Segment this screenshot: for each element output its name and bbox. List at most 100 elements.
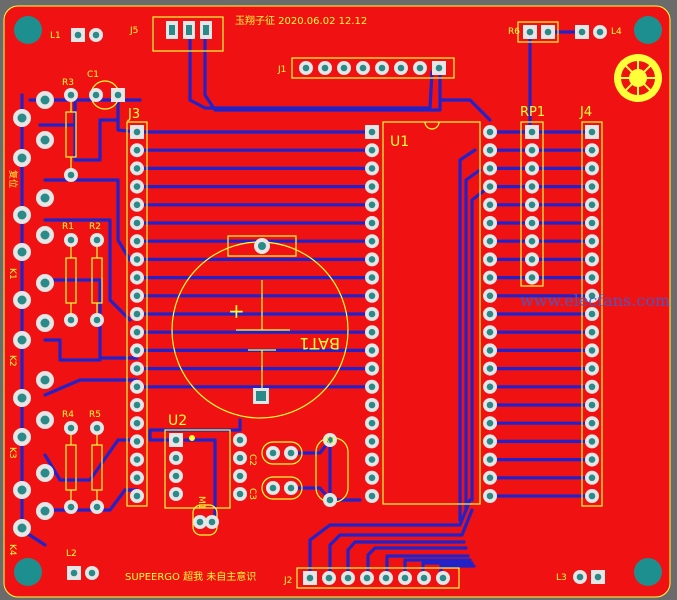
j3-pad[interactable]: [130, 307, 144, 321]
j3-pad[interactable]: [130, 270, 144, 285]
l3-pad[interactable]: [573, 570, 587, 584]
j4-pad[interactable]: [585, 416, 599, 431]
u1-pad-left[interactable]: [365, 470, 379, 485]
l4-pad[interactable]: [575, 25, 589, 39]
resistor-pad[interactable]: [64, 421, 78, 435]
j3-pad[interactable]: [130, 379, 144, 394]
j3-pad[interactable]: [130, 161, 144, 176]
u1-pad-right[interactable]: [483, 143, 497, 158]
key-switch-pad[interactable]: [13, 206, 31, 224]
j4-pad[interactable]: [585, 343, 599, 358]
j3-pad[interactable]: [130, 434, 144, 449]
u1-pad-left[interactable]: [365, 197, 379, 212]
j3-pad[interactable]: [130, 343, 144, 358]
key-switch-pad[interactable]: [36, 226, 54, 244]
key-switch-pad[interactable]: [36, 371, 54, 389]
rp1-pad[interactable]: [525, 143, 539, 158]
j4-pad[interactable]: [585, 252, 599, 267]
u2-pad-right[interactable]: [233, 451, 247, 465]
u2-pad-right[interactable]: [233, 469, 247, 483]
u1-pad-left[interactable]: [365, 325, 379, 340]
j3-pad[interactable]: [130, 143, 144, 158]
j3-pad[interactable]: [130, 470, 144, 485]
j2-pad[interactable]: [436, 571, 450, 585]
key-switch-pad[interactable]: [13, 331, 31, 349]
l3-pad[interactable]: [591, 570, 605, 584]
j2-pad[interactable]: [417, 571, 431, 585]
j4-pad[interactable]: [585, 143, 599, 158]
key-switch-pad[interactable]: [36, 189, 54, 207]
u1-pad-left[interactable]: [365, 452, 379, 467]
u1-pad-left[interactable]: [365, 416, 379, 431]
l1-pad[interactable]: [89, 28, 103, 42]
u2-pad-left[interactable]: [169, 487, 183, 501]
j5-pad[interactable]: [183, 21, 195, 39]
u1-pad-right[interactable]: [483, 197, 497, 212]
j5-pad[interactable]: [200, 21, 212, 39]
u1-pad-left[interactable]: [365, 361, 379, 376]
resistor-pad[interactable]: [64, 168, 78, 182]
j1-pad[interactable]: [394, 61, 408, 75]
key-switch-pad[interactable]: [13, 109, 31, 127]
u1-pad-left[interactable]: [365, 179, 379, 194]
key-switch-pad[interactable]: [13, 428, 31, 446]
u2-pad-left[interactable]: [169, 433, 183, 447]
j4-pad[interactable]: [585, 270, 599, 285]
j2-pad[interactable]: [303, 571, 317, 585]
key-switch-pad[interactable]: [36, 131, 54, 149]
resistor-pad[interactable]: [64, 313, 78, 327]
resistor-pad[interactable]: [90, 233, 104, 247]
l4-pad[interactable]: [593, 25, 607, 39]
key-switch-pad[interactable]: [13, 149, 31, 167]
u1-pad-left[interactable]: [365, 216, 379, 230]
key-switch-pad[interactable]: [36, 274, 54, 292]
u2-pad-right[interactable]: [233, 487, 247, 501]
u1-pad-left[interactable]: [365, 270, 379, 285]
rp1-pad[interactable]: [525, 216, 539, 230]
key-switch-pad[interactable]: [13, 481, 31, 499]
rp1-pad[interactable]: [525, 125, 539, 139]
j1-pad[interactable]: [375, 61, 389, 75]
u1-pad-right[interactable]: [483, 379, 497, 394]
u1-pad-left[interactable]: [365, 343, 379, 358]
r6-pad[interactable]: [541, 25, 555, 39]
u1-pad-right[interactable]: [483, 434, 497, 449]
rp1-pad[interactable]: [525, 252, 539, 267]
j4-pad[interactable]: [585, 216, 599, 230]
u1-pad-right[interactable]: [483, 416, 497, 431]
j4-pad[interactable]: [585, 361, 599, 376]
key-switch-pad[interactable]: [36, 91, 54, 109]
j3-pad[interactable]: [130, 489, 144, 503]
rp1-pad[interactable]: [525, 197, 539, 212]
u1-pad-right[interactable]: [483, 343, 497, 358]
j1-pad[interactable]: [356, 61, 370, 75]
u1-pad-left[interactable]: [365, 398, 379, 412]
u1-pad-right[interactable]: [483, 179, 497, 194]
j4-pad[interactable]: [585, 470, 599, 485]
m1-pad[interactable]: [205, 515, 219, 529]
j1-pad[interactable]: [299, 61, 313, 75]
u2-pad-left[interactable]: [169, 451, 183, 465]
m1-pad[interactable]: [193, 515, 207, 529]
u1-pad-left[interactable]: [365, 161, 379, 176]
key-switch-pad[interactable]: [13, 389, 31, 407]
key-switch-pad[interactable]: [13, 243, 31, 261]
j3-pad[interactable]: [130, 252, 144, 267]
key-switch-pad[interactable]: [36, 314, 54, 332]
j2-pad[interactable]: [341, 571, 355, 585]
j4-pad[interactable]: [585, 434, 599, 449]
u1-pad-right[interactable]: [483, 307, 497, 321]
u1-pad-right[interactable]: [483, 470, 497, 485]
rp1-pad[interactable]: [525, 270, 539, 285]
j3-pad[interactable]: [130, 125, 144, 139]
j3-pad[interactable]: [130, 234, 144, 249]
u1-pad-left[interactable]: [365, 288, 379, 303]
u1-pad-right[interactable]: [483, 252, 497, 267]
key-switch-pad[interactable]: [13, 519, 31, 537]
resistor-pad[interactable]: [90, 421, 104, 435]
key-switch-pad[interactable]: [36, 464, 54, 482]
l2-pad[interactable]: [67, 566, 81, 580]
u1-pad-right[interactable]: [483, 489, 497, 503]
j4-pad[interactable]: [585, 197, 599, 212]
u1-pad-right[interactable]: [483, 288, 497, 303]
